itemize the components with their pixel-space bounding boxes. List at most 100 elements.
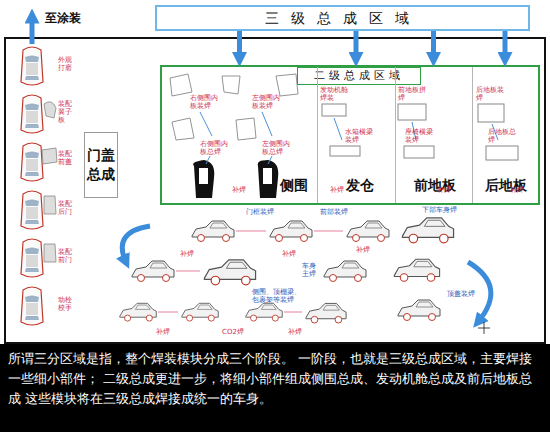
zone-title: 三级总成区域 xyxy=(157,7,528,29)
station-label: 补焊 xyxy=(156,328,176,336)
car-top-view xyxy=(21,143,43,181)
door-part xyxy=(44,196,56,214)
door-part xyxy=(44,244,56,262)
panel-part xyxy=(222,76,240,94)
car-top-view xyxy=(21,287,43,325)
station-label: 补焊 xyxy=(282,250,302,258)
station-label: 装配后门 xyxy=(58,200,74,216)
station-label: 前部装焊 xyxy=(320,208,360,216)
station-label: 补焊 xyxy=(180,250,200,258)
station-label: 补焊 xyxy=(510,186,530,194)
station-label: 补焊 xyxy=(288,328,308,336)
radiator-beam xyxy=(330,146,360,156)
body-shell-view xyxy=(324,261,366,282)
flow-arrow xyxy=(503,31,508,67)
caption-background xyxy=(0,344,550,432)
assembly-title: 门盖总成 xyxy=(86,146,116,184)
station-label: 补焊 xyxy=(356,246,376,254)
station-label: 门框装焊 xyxy=(246,208,286,216)
exit-arrow xyxy=(30,16,35,44)
flow-arrow xyxy=(354,31,359,67)
flow-line xyxy=(334,118,342,140)
body-shell-view xyxy=(394,259,439,281)
panel-part xyxy=(172,118,194,140)
section-title: 侧围 xyxy=(280,177,308,195)
cross-mark xyxy=(478,328,490,329)
flow-line xyxy=(284,312,302,313)
body-shell-view xyxy=(402,218,453,243)
flow-arrow xyxy=(237,31,242,67)
station-label: 侧围、顶棚梁、包裹架等装焊 xyxy=(252,288,304,304)
panel-part xyxy=(236,118,256,140)
flow-line xyxy=(200,112,212,136)
assembly-box: 门盖总成 xyxy=(84,132,118,198)
flow-arrow xyxy=(431,31,436,67)
zone-title: 二级总成区域 xyxy=(297,67,421,85)
body-shell-view xyxy=(192,221,234,242)
flow-line xyxy=(314,231,343,232)
body-shell-view xyxy=(204,260,255,285)
body-shell-view xyxy=(132,261,174,282)
flow-curve-arrow xyxy=(122,226,150,262)
body-shell-view xyxy=(306,303,346,323)
station-label: 座椅横梁装焊 xyxy=(405,128,437,144)
zone-box: 三级总成区域 xyxy=(155,5,530,31)
station-label: 左侧围内板总焊 xyxy=(262,140,292,156)
station-label: 水箱横梁装焊 xyxy=(345,128,377,144)
station-label: 顶盖装焊 xyxy=(447,290,487,298)
exit-label: 至涂装 xyxy=(45,12,105,26)
flow-line xyxy=(176,271,200,272)
station-label: 补焊 xyxy=(437,186,457,194)
body-shell-view xyxy=(182,303,219,321)
flow-line xyxy=(206,156,210,164)
section-box: 侧围 xyxy=(162,67,317,203)
car-top-view xyxy=(21,47,43,85)
section-title: 发仓 xyxy=(346,177,374,195)
station-label: 前地板拼焊 xyxy=(398,86,430,102)
engine-part xyxy=(322,104,346,116)
station-label: 车身主焊 xyxy=(302,262,318,278)
hood-part xyxy=(42,148,57,164)
body-shell-view xyxy=(120,303,157,321)
station-label: 外观打磨 xyxy=(58,56,74,72)
car-top-view xyxy=(21,239,43,277)
car-top-view xyxy=(21,191,43,229)
fender-part xyxy=(44,102,56,118)
body-shell-view xyxy=(347,221,389,242)
station-label: 装配前门 xyxy=(58,248,74,264)
flow-line xyxy=(236,231,266,232)
rear-floor-part xyxy=(486,146,518,160)
station-label: 发动机舱焊装 xyxy=(320,86,352,102)
station-label: 后地板装焊 xyxy=(476,86,508,102)
car-top-view xyxy=(21,95,43,133)
station-label: 右侧围内板装焊 xyxy=(190,94,220,110)
station-label: 装配前盖 xyxy=(58,150,74,166)
panel-part xyxy=(170,74,192,96)
panel-part xyxy=(276,74,298,96)
station-label: CO2焊 xyxy=(222,328,252,336)
workshop-outline xyxy=(5,38,545,343)
station-label: 补焊 xyxy=(232,186,252,194)
side-frame xyxy=(193,160,214,198)
seat-beam xyxy=(404,146,434,158)
station-label: 动栓校手 xyxy=(58,296,74,312)
flow-line xyxy=(262,112,272,136)
flow-line xyxy=(268,156,272,164)
station-label: 右侧围内板总焊 xyxy=(200,140,230,156)
station-label: 装配翼子板 xyxy=(58,100,74,124)
station-label: 左侧围内板装焊 xyxy=(252,94,282,110)
body-shell-view xyxy=(398,300,440,321)
flow-line xyxy=(158,312,178,313)
body-shell-view xyxy=(270,221,312,242)
station-label: 后地板总焊 xyxy=(488,128,520,144)
floor-part xyxy=(398,104,426,120)
side-frame xyxy=(258,160,279,198)
station-label: 补焊 xyxy=(330,186,350,194)
body-shell-view xyxy=(246,303,283,321)
caption: 所谓三分区域是指，整个焊装模块分成三个阶段。 一阶段，也就是三级总成区域，主要焊… xyxy=(8,349,542,409)
rear-floor-part xyxy=(478,104,504,122)
